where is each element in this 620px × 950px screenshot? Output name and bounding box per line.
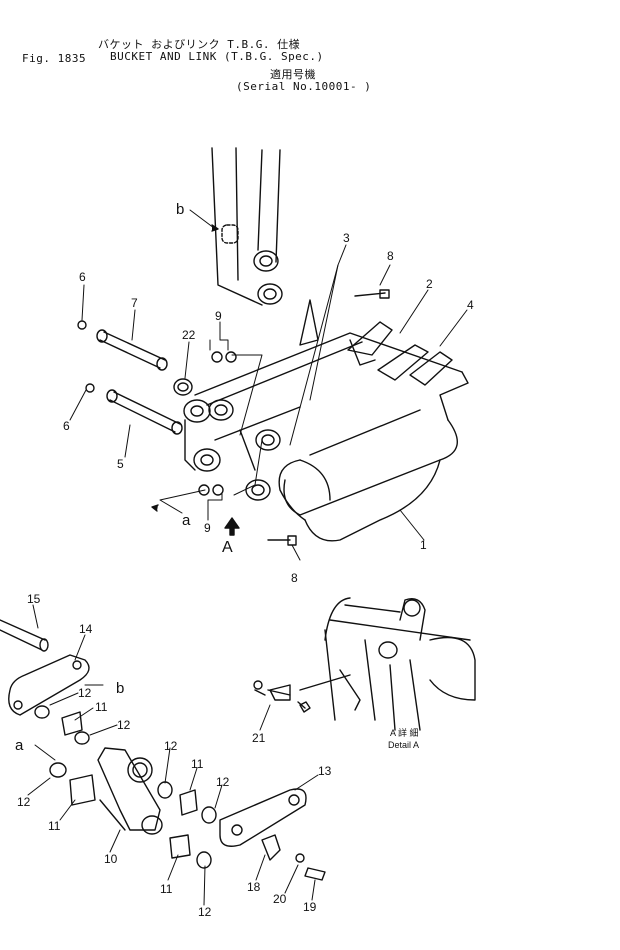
callout-10: 10	[104, 852, 118, 866]
callout-3: 3	[343, 231, 350, 245]
detail-a-drawing	[253, 597, 476, 731]
callout-7: 7	[131, 296, 138, 310]
callout-5: 5	[117, 457, 124, 471]
callout-18: 18	[247, 880, 261, 894]
arrow-b-top	[211, 224, 219, 232]
callout-2: 2	[426, 277, 433, 291]
ref-b-top: b	[176, 201, 184, 218]
arrow-a-mid	[151, 504, 159, 512]
callout-20: 20	[273, 892, 287, 906]
title-japanese: バケット およびリンク T.B.G. 仕様	[98, 38, 301, 51]
callout-8-bottom: 8	[291, 571, 298, 585]
callout-6-mid: 6	[63, 419, 70, 433]
link-drawing	[0, 619, 326, 881]
serial-range: (Serial No.10001- )	[236, 80, 372, 93]
detail-label-japanese: A 詳 細	[390, 727, 419, 738]
callout-9-top: 9	[215, 309, 222, 323]
callout-15: 15	[27, 592, 41, 606]
ref-view-A: A	[222, 539, 233, 556]
figure-number: Fig. 1835	[22, 52, 87, 65]
ref-a-link: a	[15, 737, 24, 754]
leader-lines-detail	[259, 704, 271, 731]
callout-4: 4	[467, 298, 474, 312]
callout-11-b: 11	[48, 819, 61, 833]
callout-12-c: 12	[17, 795, 31, 809]
callout-8-top: 8	[387, 249, 394, 263]
ref-b-link: b	[116, 680, 124, 697]
title-english: BUCKET AND LINK (T.B.G. Spec.)	[110, 50, 324, 63]
callout-19: 19	[303, 900, 317, 914]
callout-9-mid: 9	[204, 521, 211, 535]
callout-12-a: 12	[78, 686, 92, 700]
leader-lines-lower	[27, 604, 319, 906]
callout-11-c: 11	[191, 757, 204, 771]
pins-drawing	[77, 289, 390, 546]
callout-12-f: 12	[198, 905, 212, 919]
detail-label-english: Detail A	[388, 740, 419, 750]
callout-11-d: 11	[160, 882, 173, 896]
view-a-arrow	[224, 517, 240, 536]
callout-14: 14	[79, 622, 93, 636]
callout-21: 21	[252, 731, 266, 745]
serial-label-japanese: 適用号機	[270, 68, 316, 81]
callout-labels: b 3 8 2 4 6 7 9 22 6 5 a 9 A 8 1 15 14 b…	[15, 201, 474, 919]
leader-lines-upper	[69, 209, 468, 561]
callout-6-top: 6	[79, 270, 86, 284]
callout-12-e: 12	[216, 775, 230, 789]
callout-22: 22	[182, 328, 196, 342]
callout-1: 1	[420, 538, 427, 552]
callout-13: 13	[318, 764, 332, 778]
callout-11-a: 11	[95, 700, 108, 714]
ref-a-mid: a	[182, 512, 191, 529]
bucket-drawing	[183, 299, 469, 542]
callout-12-d: 12	[164, 739, 178, 753]
arm-drawing	[211, 147, 283, 306]
callout-12-b: 12	[117, 718, 131, 732]
